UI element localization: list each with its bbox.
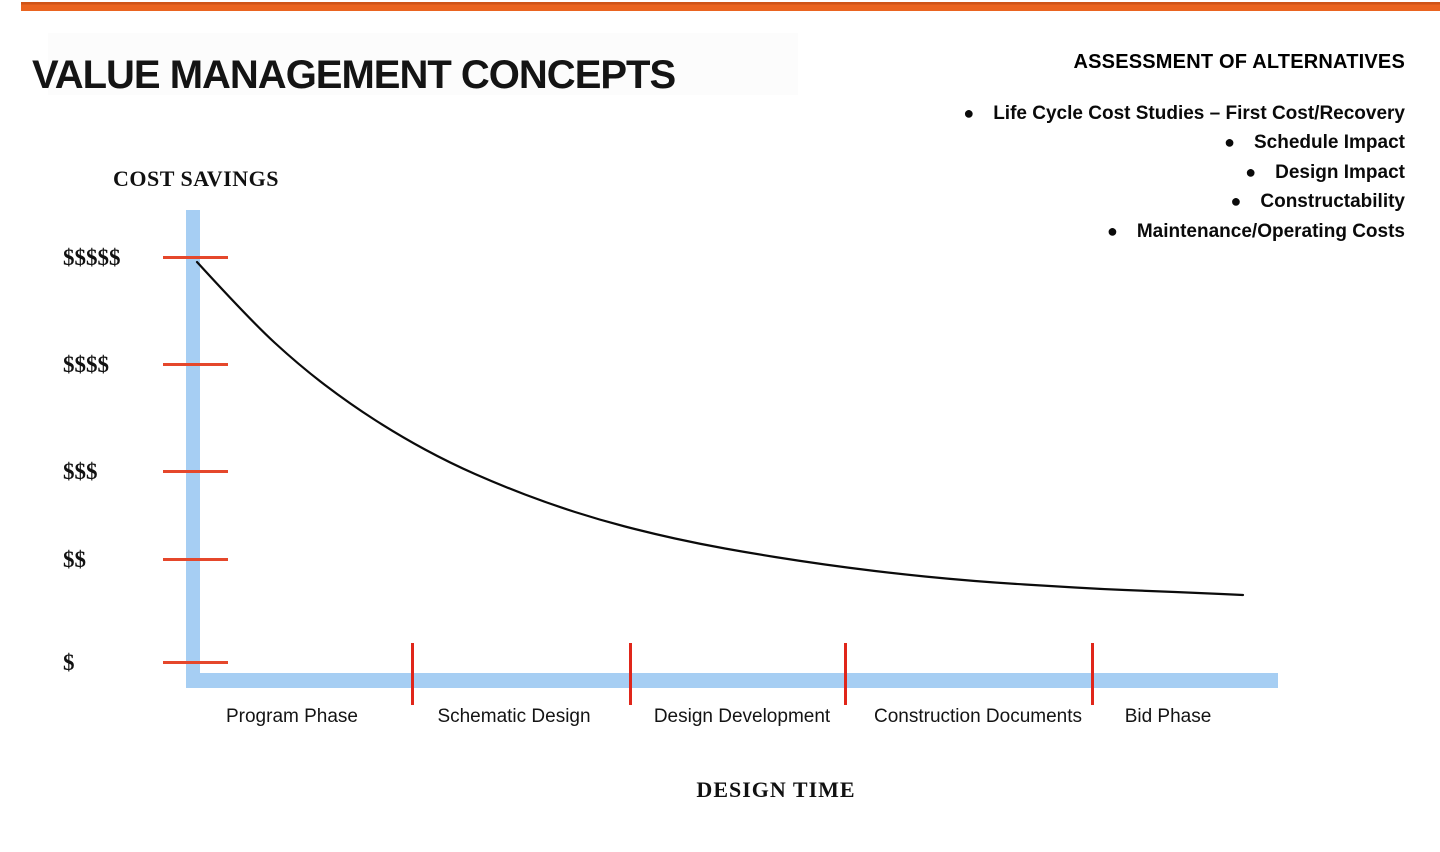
x-axis-title: DESIGN TIME [696, 777, 856, 802]
bullet-item: ● Constructability [963, 187, 1406, 216]
x-tick-label: Bid Phase [1124, 706, 1212, 727]
bullet-item: ● Schedule Impact [963, 128, 1405, 157]
bullet-label: Constructability [1260, 191, 1405, 213]
y-tick-label: $$$$ [63, 352, 109, 377]
y-tick-label: $$$ [63, 459, 98, 484]
bullet-icon: ● [1245, 161, 1257, 182]
y-tick-label: $ [63, 650, 75, 675]
cost-savings-curve [195, 260, 1245, 597]
x-tick-label: Program Phase [225, 706, 359, 727]
bullet-label: Schedule Impact [1254, 132, 1405, 154]
title-backdrop [48, 33, 798, 95]
y-tick-label: $$$$$ [63, 245, 121, 270]
bullet-label: Maintenance/Operating Costs [1136, 220, 1405, 242]
y-tick [163, 363, 228, 366]
y-tick-label: $$ [63, 547, 86, 572]
bullet-item: ● Life Cycle Cost Studies – First Cost/R… [963, 99, 1405, 128]
bullet-icon: ● [963, 103, 975, 123]
assessment-heading: ASSESSMENT OF ALTERNATIVES [1073, 51, 1405, 73]
y-axis-bar [186, 210, 200, 688]
x-tick [411, 643, 414, 705]
x-tick-label: Design Development [653, 706, 831, 727]
x-tick [1091, 643, 1094, 705]
y-axis-title: COST SAVINGS [113, 166, 279, 191]
y-tick [163, 256, 228, 259]
x-tick [844, 643, 847, 705]
y-tick [163, 470, 228, 473]
assessment-panel: ASSESSMENT OF ALTERNATIVES ● Life Cycle … [963, 51, 1405, 246]
assessment-bullet-list: ● Life Cycle Cost Studies – First Cost/R… [963, 99, 1405, 246]
x-tick [629, 643, 632, 705]
bullet-item: ● Maintenance/Operating Costs [963, 217, 1405, 246]
bullet-icon: ● [1230, 191, 1242, 212]
bullet-item: ● Design Impact [963, 158, 1405, 187]
y-tick [163, 661, 228, 664]
slide-title: VALUE MANAGEMENT CONCEPTS [32, 52, 676, 97]
bullet-icon: ● [1106, 220, 1118, 241]
y-tick [163, 558, 228, 561]
x-tick-label: Construction Documents [873, 706, 1083, 727]
bullet-label: Design Impact [1275, 161, 1405, 183]
x-tick-label: Schematic Design [437, 706, 591, 727]
bullet-icon: ● [1224, 132, 1235, 153]
bullet-label: Life Cycle Cost Studies – First Cost/Rec… [993, 103, 1405, 124]
top-accent-bar [21, 2, 1440, 11]
x-axis-bar [186, 673, 1278, 688]
